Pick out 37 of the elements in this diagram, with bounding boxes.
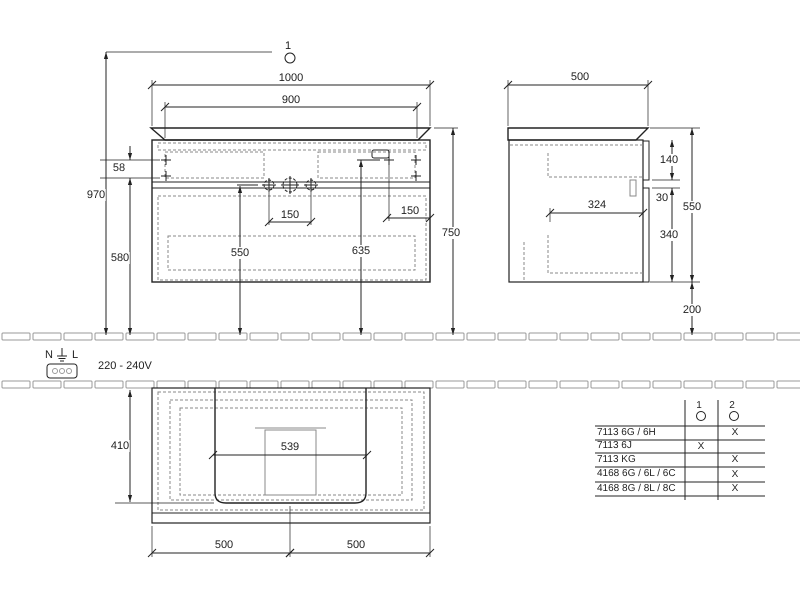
table-cell: X: [730, 455, 740, 465]
dimension-value: 150: [400, 205, 420, 217]
table-cell: X: [730, 428, 740, 438]
table-cell: X: [730, 470, 740, 480]
table-cell: 4168 8G / 8L / 8C: [596, 484, 677, 494]
column-header: 2: [728, 401, 736, 411]
table-cell: 7113 KG: [596, 455, 637, 465]
dimension-value: 900: [280, 94, 302, 106]
column-header: 1: [695, 401, 703, 411]
dimension-value: 1000: [278, 72, 304, 84]
table-cell: 4168 6G / 6L / 6C: [596, 469, 677, 479]
dimension-value: 58: [112, 162, 126, 174]
dimension-value: 550: [230, 247, 250, 259]
dimension-value: 30: [654, 192, 670, 204]
dimension-value: 539: [280, 441, 300, 453]
dimension-value: 200: [682, 304, 702, 316]
terminal-label: N: [44, 349, 54, 361]
table-cell: 7113 6G / 6H: [596, 428, 657, 438]
callout-number: 1: [284, 40, 292, 52]
dimension-value: 970: [86, 189, 106, 201]
terminal-label: L: [70, 349, 80, 361]
dimension-value: 635: [350, 245, 372, 257]
table-cell: X: [696, 442, 706, 452]
voltage-label: 220 - 240V: [97, 360, 153, 372]
dimension-value: 550: [682, 201, 702, 213]
dimension-value: 340: [658, 229, 680, 241]
dimension-value: 150: [280, 209, 300, 221]
dimension-value: 580: [110, 252, 130, 264]
table-cell: 7113 6J: [596, 441, 633, 451]
dimension-value: 140: [658, 154, 680, 166]
dimension-value: 750: [440, 227, 462, 239]
table-cell: X: [730, 484, 740, 494]
dimension-value: 500: [214, 539, 234, 551]
dimension-value: 500: [346, 539, 366, 551]
dimension-value: 410: [110, 440, 130, 452]
dimension-value: 324: [586, 199, 608, 211]
dimension-value: 500: [570, 71, 590, 83]
